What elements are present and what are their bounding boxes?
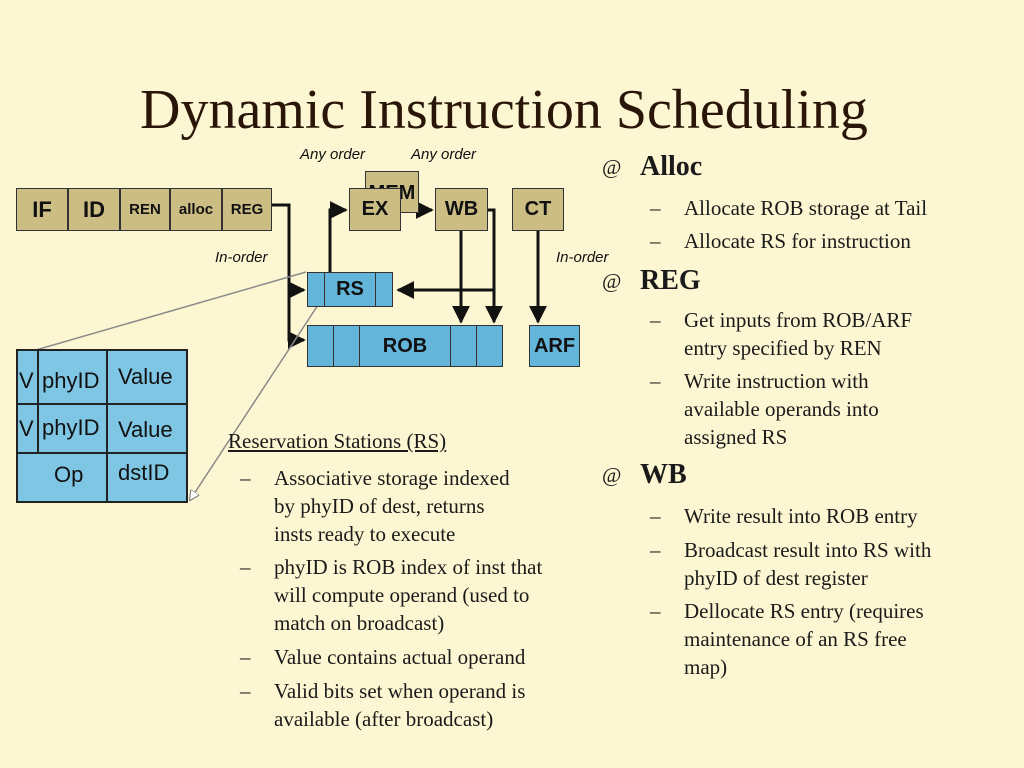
line: Write result into ROB entry xyxy=(684,504,918,528)
stage-id: ID xyxy=(68,188,120,231)
rs-entry-table: V phyID Value V phyID Value Op dstID xyxy=(16,349,188,503)
line: Associative storage indexed xyxy=(274,466,510,490)
stage-ct: CT xyxy=(512,188,564,231)
rob-slot-2 xyxy=(333,325,360,367)
stage-ex: EX xyxy=(349,188,401,231)
bullet-icon: @ xyxy=(602,269,622,293)
rob-slot-4 xyxy=(476,325,503,367)
wb-item-2: – Broadcast result into RS with phyID of… xyxy=(650,536,1010,592)
rs-section-heading: Reservation Stations (RS) xyxy=(228,429,447,453)
dash: – xyxy=(650,538,661,562)
rob-slot-1 xyxy=(307,325,334,367)
dash: – xyxy=(650,504,661,528)
valid-bit-1: V xyxy=(19,368,34,393)
dash: – xyxy=(240,645,251,669)
rs-pointer-line-2 xyxy=(190,304,319,500)
alloc-item-2: – Allocate RS for instruction xyxy=(650,227,1010,255)
dash: – xyxy=(240,466,251,490)
wb-item-1: – Write result into ROB entry xyxy=(650,502,1010,530)
phyid-1: phyID xyxy=(42,368,100,393)
dstid-field: dstID xyxy=(118,460,170,485)
line: Valid bits set when operand is xyxy=(274,679,526,703)
value-2: Value xyxy=(118,417,173,442)
line: phyID is ROB index of inst that xyxy=(274,555,543,579)
line: map) xyxy=(684,655,728,679)
dash: – xyxy=(240,555,251,579)
line: Get inputs from ROB/ARF xyxy=(684,308,913,332)
line: by phyID of dest, returns xyxy=(274,494,485,518)
rob-slot-3 xyxy=(450,325,477,367)
table-divider xyxy=(18,403,186,405)
alloc-item-1: – Allocate ROB storage at Tail xyxy=(650,194,1010,222)
rs-box: RS xyxy=(324,272,376,307)
line: match on broadcast) xyxy=(274,611,445,635)
dash: – xyxy=(650,308,661,332)
rs-item-1: – Associative storage indexed by phyID o… xyxy=(240,464,610,548)
table-divider xyxy=(18,452,186,454)
value-1: Value xyxy=(118,364,173,389)
rs-item-4: – Valid bits set when operand is availab… xyxy=(240,677,610,733)
line: Allocate RS for instruction xyxy=(684,229,911,253)
rs-item-3: – Value contains actual operand xyxy=(240,643,610,671)
in-order-label-1: In-order xyxy=(215,249,268,266)
line: entry specified by REN xyxy=(684,336,882,360)
slide-title: Dynamic Instruction Scheduling xyxy=(140,79,868,141)
wb-heading: WB xyxy=(640,459,687,490)
line: Write instruction with xyxy=(684,369,869,393)
rs-slot-right xyxy=(375,272,393,307)
rob-box: ROB xyxy=(359,325,451,367)
any-order-label-1: Any order xyxy=(300,146,366,163)
bullet-icon: @ xyxy=(602,155,622,179)
wb-broadcast-arrow xyxy=(396,208,496,299)
line: maintenance of an RS free xyxy=(684,627,907,651)
dash: – xyxy=(650,599,661,623)
line: Value contains actual operand xyxy=(274,645,526,669)
line: Allocate ROB storage at Tail xyxy=(684,196,928,220)
stage-if: IF xyxy=(16,188,68,231)
dash: – xyxy=(650,229,661,253)
dash: – xyxy=(650,369,661,393)
stage-reg: REG xyxy=(222,188,272,231)
line: available operands into xyxy=(684,397,879,421)
rs-slot-left xyxy=(307,272,325,307)
alloc-heading: Alloc xyxy=(640,151,703,182)
reg-item-2: – Write instruction with available opera… xyxy=(650,367,1010,451)
wb-item-3: – Dellocate RS entry (requires maintenan… xyxy=(650,597,1010,681)
line: Broadcast result into RS with xyxy=(684,538,932,562)
rs-item-2: – phyID is ROB index of inst that will c… xyxy=(240,553,610,637)
stage-wb: WB xyxy=(435,188,488,231)
table-divider xyxy=(106,351,108,501)
dash: – xyxy=(240,679,251,703)
bullet-icon: @ xyxy=(602,463,622,487)
rs-pointer-line-1 xyxy=(21,271,307,355)
any-order-label-2: Any order xyxy=(411,146,477,163)
line: available (after broadcast) xyxy=(274,707,494,731)
stage-ren: REN xyxy=(120,188,170,231)
op-field: Op xyxy=(54,462,84,487)
line: phyID of dest register xyxy=(684,566,868,590)
line: will compute operand (used to xyxy=(274,583,530,607)
phyid-2: phyID xyxy=(42,415,100,440)
table-divider xyxy=(37,351,39,452)
valid-bit-2: V xyxy=(19,416,34,441)
reg-to-rob-arrow xyxy=(271,203,306,349)
reg-heading: REG xyxy=(640,265,701,296)
in-order-label-2: In-order xyxy=(556,249,609,266)
reg-item-1: – Get inputs from ROB/ARF entry specifie… xyxy=(650,306,1010,362)
line: insts ready to execute xyxy=(274,522,456,546)
line: assigned RS xyxy=(684,425,788,449)
stage-alloc: alloc xyxy=(170,188,222,231)
dash: – xyxy=(650,196,661,220)
line: Dellocate RS entry (requires xyxy=(684,599,924,623)
arf-box: ARF xyxy=(529,325,580,367)
